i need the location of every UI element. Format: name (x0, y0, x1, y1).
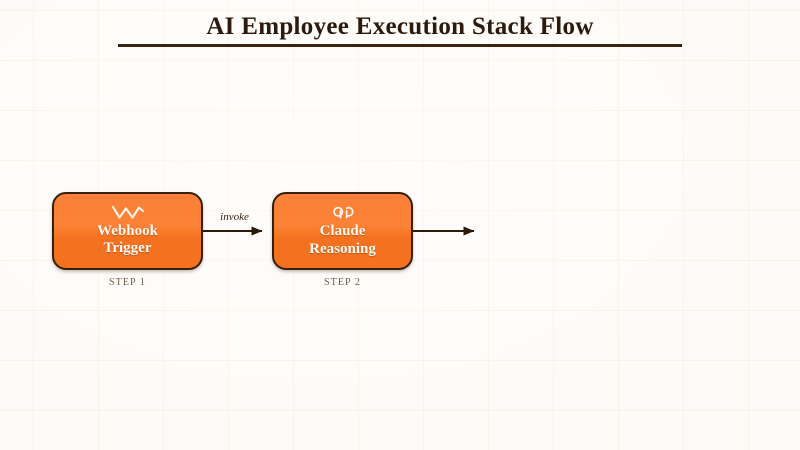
brain-spiral-icon (328, 204, 358, 220)
node-claude-reasoning[interactable]: Claude Reasoning (272, 192, 413, 270)
page-title: AI Employee Execution Stack Flow (206, 13, 594, 40)
edge-label-invoke: invoke (220, 211, 249, 223)
node-claude-reasoning-label: Claude Reasoning (309, 223, 376, 257)
title-block: AI Employee Execution Stack Flow (0, 13, 800, 40)
step-caption-2: STEP 2 (323, 277, 362, 288)
webhook-zigzag-icon (111, 205, 145, 220)
title-underline-rule (118, 44, 682, 47)
node-webhook-trigger-label: Webhook Trigger (97, 222, 158, 256)
node-webhook-trigger[interactable]: Webhook Trigger (52, 192, 203, 270)
step-caption-1: STEP 1 (108, 277, 147, 288)
